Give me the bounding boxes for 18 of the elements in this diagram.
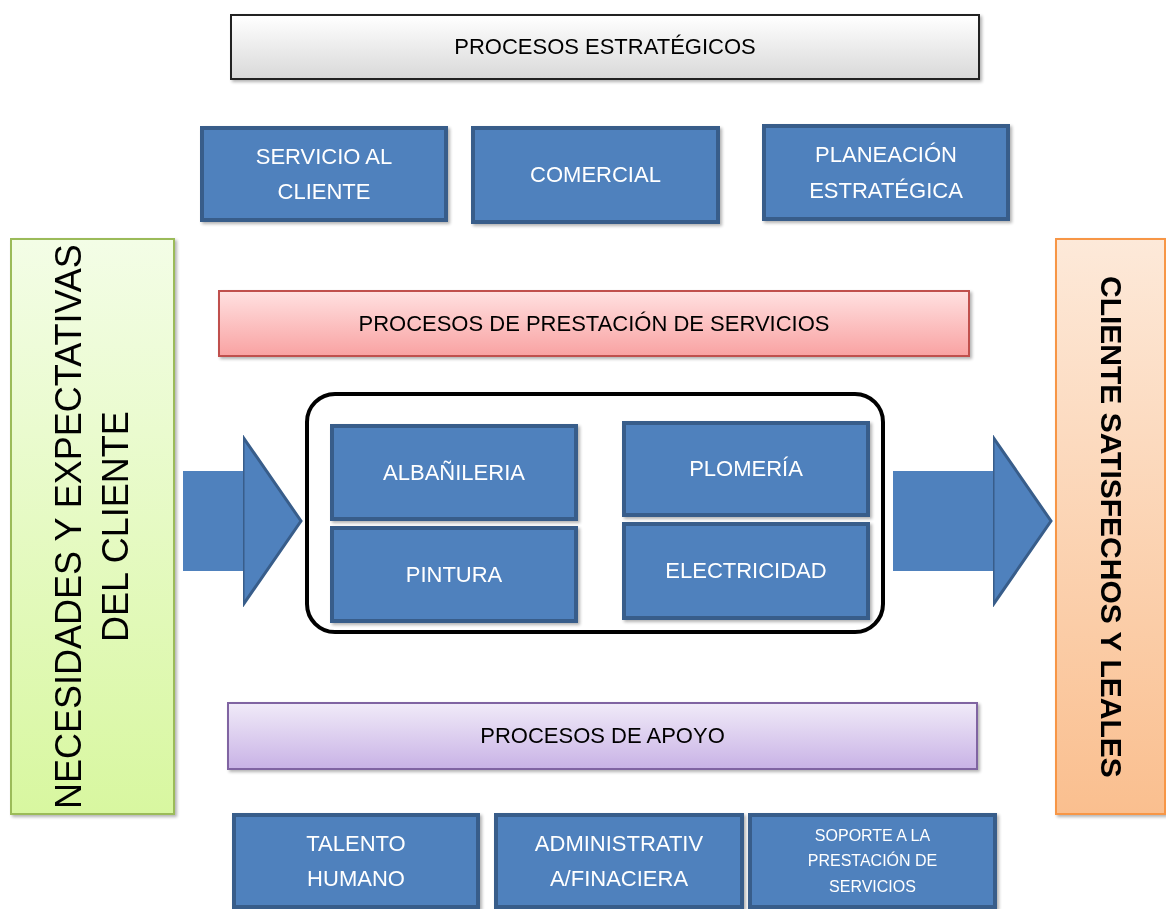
- block-arrow: [183, 435, 303, 607]
- process-box: PLOMERÍA: [622, 421, 870, 517]
- process-box: ELECTRICIDAD: [622, 522, 870, 620]
- block-arrow: [893, 435, 1053, 607]
- heading-bar: PROCESOS ESTRATÉGICOS: [230, 14, 980, 80]
- output-panel: CLIENTE SATISFECHOS Y LEALES: [1055, 238, 1166, 815]
- process-box: PLANEACIÓN ESTRATÉGICA: [762, 124, 1010, 221]
- process-box: COMERCIAL: [471, 126, 720, 224]
- process-box: ADMINISTRATIV A/FINACIERA: [494, 813, 744, 909]
- heading-bar: PROCESOS DE PRESTACIÓN DE SERVICIOS: [218, 290, 970, 357]
- process-box: TALENTO HUMANO: [232, 813, 480, 909]
- process-box: PINTURA: [330, 526, 578, 623]
- heading-bar: PROCESOS DE APOYO: [227, 702, 978, 770]
- process-box: SERVICIO AL CLIENTE: [200, 126, 448, 222]
- process-box: ALBAÑILERIA: [330, 424, 578, 521]
- input-panel: NECESIDADES Y EXPECTATIVAS DEL CLIENTE: [10, 238, 175, 815]
- group-frame: [305, 392, 885, 634]
- process-box: SOPORTE A LA PRESTACIÓN DE SERVICIOS: [748, 813, 997, 909]
